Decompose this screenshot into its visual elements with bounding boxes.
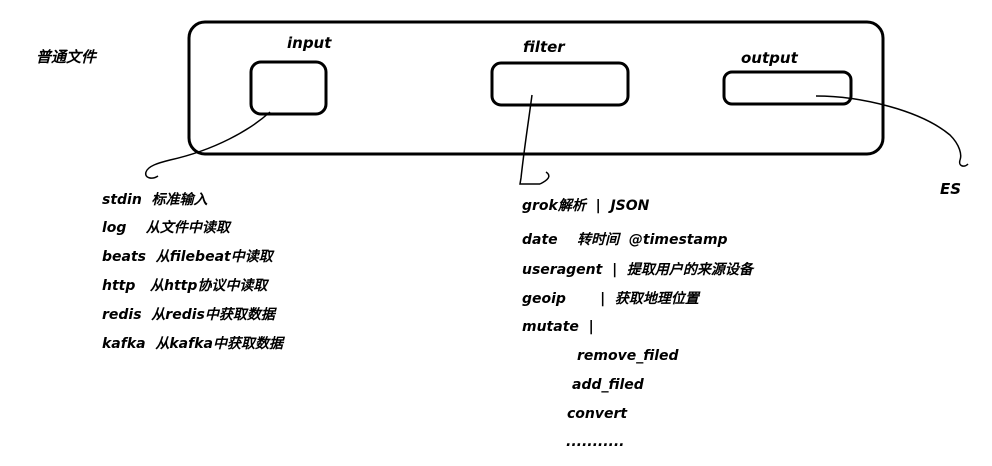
filter-item: date 转时间 @timestamp [522,232,728,248]
filter-item: grok解析 | JSON [522,198,650,214]
input-item: beats 从filebeat中读取 [102,249,273,265]
input-box [249,60,328,116]
mutate-item: ........... [566,434,625,450]
input-stage-label: input [287,34,332,52]
mutate-item: remove_filed [577,348,679,364]
pipeline-box [187,20,885,156]
input-connector [145,111,271,173]
filter-item: mutate | [522,319,594,335]
output-connector-hook [958,159,969,167]
source-label: 普通文件 [36,48,97,66]
filter-item: geoip | 获取地理位置 [522,291,699,307]
mutate-item: add_filed [572,377,644,393]
input-item: redis 从redis中获取数据 [102,307,275,323]
input-item: log 从文件中读取 [102,220,230,236]
input-connector-hook [144,171,159,179]
mutate-item: convert [567,406,628,422]
destination-label: ES [940,180,962,198]
filter-item: useragent | 提取用户的来源设备 [522,262,753,278]
input-item: http 从http协议中读取 [102,278,268,294]
input-item: stdin 标准输入 [102,192,208,208]
filter-box [490,61,630,107]
output-box [722,70,853,106]
filter-stage-label: filter [523,38,565,56]
filter-connector-hook [539,171,550,185]
output-stage-label: output [741,49,798,67]
output-connector [815,95,962,161]
input-item: kafka 从kafka中获取数据 [102,336,283,352]
filter-connector [519,94,540,185]
